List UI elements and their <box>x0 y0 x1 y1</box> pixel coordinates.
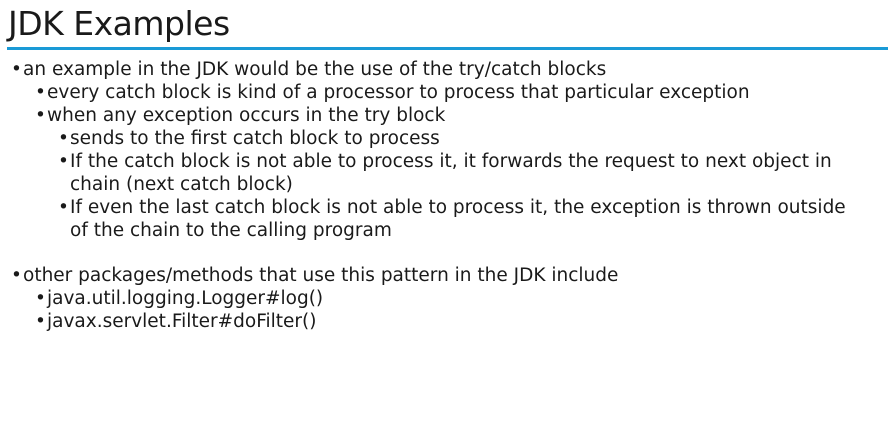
bullet-dot: • <box>58 151 69 172</box>
bullet-text: when any exception occurs in the try blo… <box>47 105 446 126</box>
bullet-item: • If even the last catch block is not ab… <box>0 196 889 242</box>
bullet-dot: • <box>35 105 46 126</box>
bullet-dot: • <box>58 128 69 149</box>
section-spacer <box>0 242 889 264</box>
bullet-list: • an example in the JDK would be the use… <box>0 58 889 333</box>
bullet-text: If even the last catch block is not able… <box>70 197 846 218</box>
bullet-text: sends to the first catch block to proces… <box>70 128 440 149</box>
bullet-item: • other packages/methods that use this p… <box>0 264 889 287</box>
bullet-dot: • <box>58 197 69 218</box>
bullet-text-continuation: chain (next catch block) <box>70 174 293 195</box>
bullet-text: every catch block is kind of a processor… <box>47 82 750 103</box>
bullet-text: other packages/methods that use this pat… <box>23 265 619 286</box>
bullet-text: If the catch block is not able to proces… <box>70 151 832 172</box>
bullet-item: • sends to the first catch block to proc… <box>0 127 889 150</box>
bullet-dot: • <box>11 265 22 286</box>
bullet-item: • an example in the JDK would be the use… <box>0 58 889 81</box>
bullet-dot: • <box>35 311 46 332</box>
bullet-text: java.util.logging.Logger#log() <box>47 288 324 309</box>
bullet-item: • when any exception occurs in the try b… <box>0 104 889 127</box>
bullet-item: • every catch block is kind of a process… <box>0 81 889 104</box>
bullet-text: javax.servlet.Filter#doFilter() <box>47 311 317 332</box>
bullet-item: • javax.servlet.Filter#doFilter() <box>0 310 889 333</box>
bullet-item: • java.util.logging.Logger#log() <box>0 287 889 310</box>
bullet-dot: • <box>11 59 22 80</box>
bullet-text-continuation: of the chain to the calling program <box>70 220 392 241</box>
bullet-text: an example in the JDK would be the use o… <box>23 59 607 80</box>
title-underline <box>7 47 888 50</box>
bullet-dot: • <box>35 288 46 309</box>
slide-title: JDK Examples <box>8 4 230 43</box>
bullet-item: • If the catch block is not able to proc… <box>0 150 889 196</box>
bullet-dot: • <box>35 82 46 103</box>
